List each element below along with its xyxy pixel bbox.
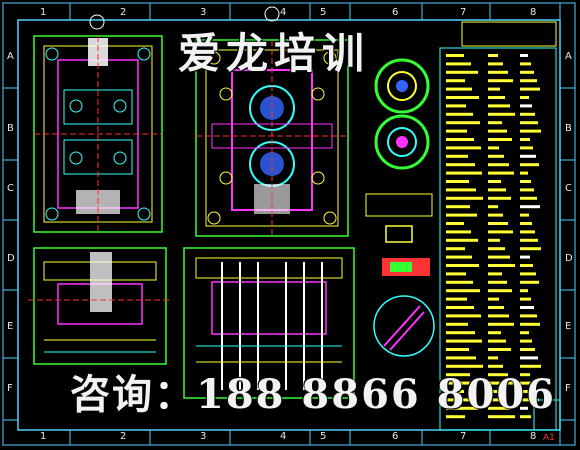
row-label-B-right: B	[565, 123, 572, 134]
round-part-views	[365, 58, 435, 357]
sheet-size-label: A1	[543, 433, 555, 443]
view-marker-circles	[89, 6, 280, 30]
drawing-frame	[17, 19, 561, 431]
row-label-A-left: A	[7, 51, 14, 62]
row-label-F-right: F	[565, 383, 571, 394]
column-label-3-bottom: 3	[200, 431, 207, 442]
watermark-contact: 咨询：188 8866 8006	[70, 371, 557, 418]
column-label-6-bottom: 6	[392, 431, 399, 442]
column-label-2-top: 2	[120, 7, 127, 18]
zone-grid-ticks	[3, 3, 575, 445]
column-label-1-bottom: 1	[40, 431, 47, 442]
column-label-2-bottom: 2	[120, 431, 127, 442]
parts-list-table	[439, 21, 561, 431]
column-label-8-bottom: 8	[530, 431, 537, 442]
row-label-B-left: B	[7, 123, 14, 134]
mold-section-view-center	[183, 247, 355, 399]
row-label-C-right: C	[565, 183, 572, 194]
column-label-1-top: 1	[40, 7, 47, 18]
row-label-E-left: E	[7, 321, 14, 332]
mold-plan-view-center	[195, 39, 349, 237]
column-label-4-bottom: 4	[280, 431, 287, 442]
row-label-F-left: F	[7, 383, 13, 394]
column-label-5-bottom: 5	[320, 431, 327, 442]
watermark-brand: 爱龙培训	[178, 29, 371, 78]
row-label-C-left: C	[7, 183, 14, 194]
row-label-D-left: D	[7, 253, 15, 264]
column-label-6-top: 6	[392, 7, 399, 18]
mold-section-view-left	[28, 247, 170, 365]
column-label-3-top: 3	[200, 7, 207, 18]
column-label-4-top: 4	[280, 7, 287, 18]
row-label-E-right: E	[565, 321, 572, 332]
outer-border	[2, 2, 576, 446]
column-label-7-bottom: 7	[460, 431, 467, 442]
row-label-D-right: D	[565, 253, 573, 264]
column-label-7-top: 7	[460, 7, 467, 18]
mold-plan-view-left	[33, 35, 163, 233]
column-label-5-top: 5	[320, 7, 327, 18]
column-label-8-top: 8	[530, 7, 537, 18]
row-label-A-right: A	[565, 51, 572, 62]
